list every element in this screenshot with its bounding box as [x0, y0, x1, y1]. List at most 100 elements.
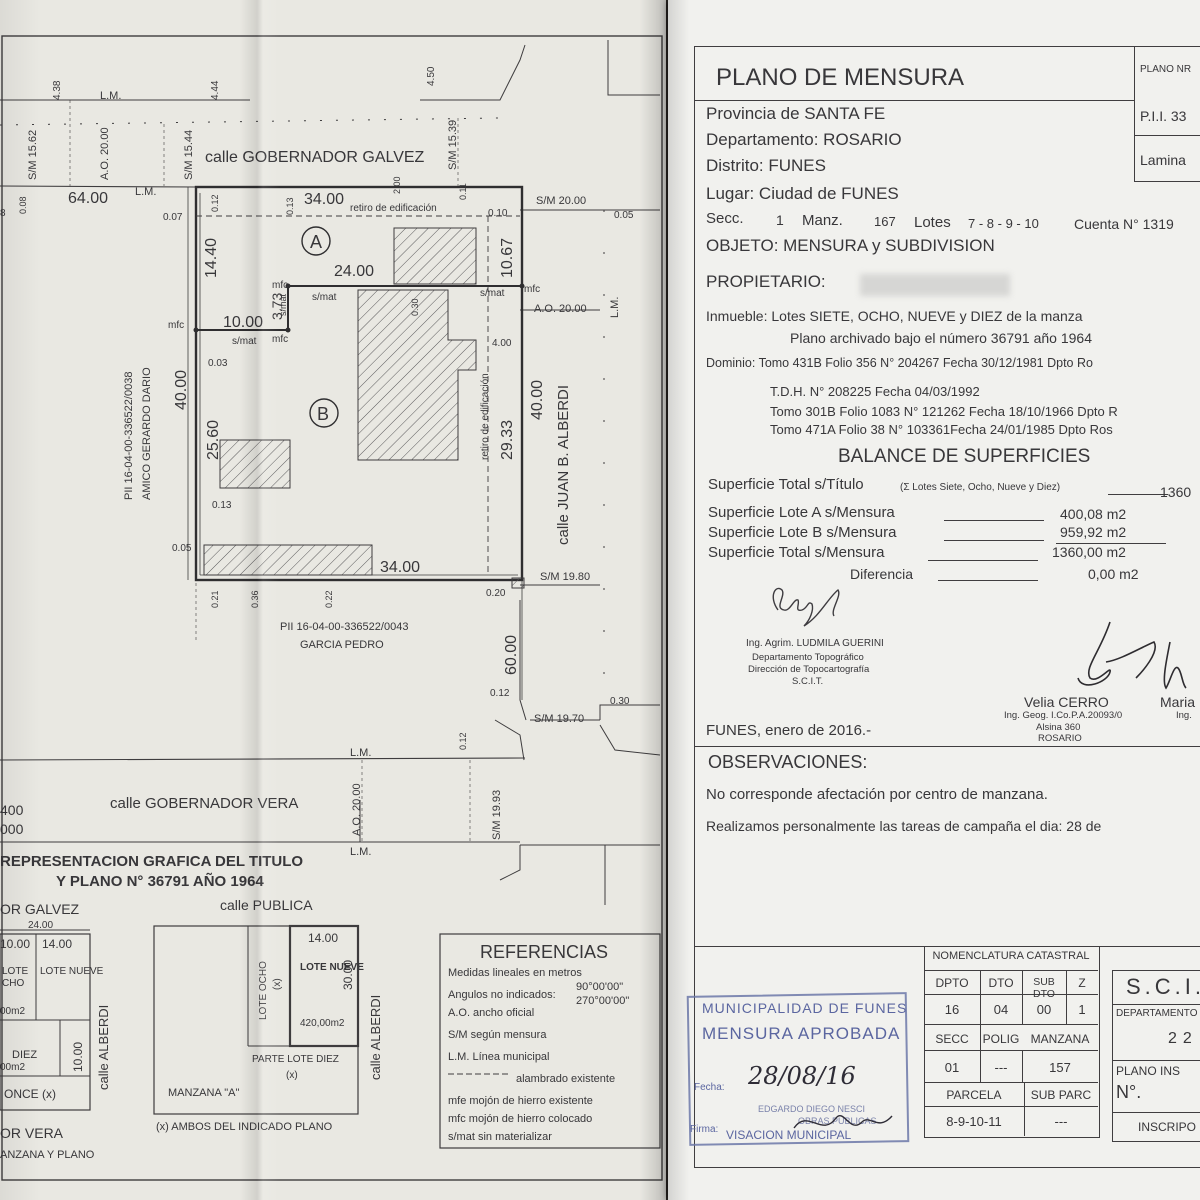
catastral-cell: --- — [1054, 1114, 1068, 1129]
inmueble-line: Inmueble: Lotes SIETE, OCHO, NUEVE y DIE… — [706, 308, 1083, 324]
lote-b-label: Superficie Lote B s/Mensura — [708, 524, 897, 541]
total-titulo-value: 1360 — [1160, 484, 1192, 500]
secc-value: 1 — [776, 212, 784, 228]
lot-b-marker — [309, 398, 339, 428]
lot-label: LOTE OCHO — [258, 961, 269, 1020]
retiro-label: retiro de edificación — [480, 373, 491, 460]
dominio-line: T.D.H. N° 208225 Fecha 04/03/1992 — [770, 384, 980, 399]
left-sheet: calle GOBERNADOR GALVEZ calle GOBERNADOR… — [0, 0, 666, 1200]
retiro-label: retiro de edificación — [350, 203, 437, 214]
street-bottom: calle GOBERNADOR VERA — [110, 795, 298, 812]
lot-boundary — [194, 185, 524, 582]
lot-label: LOTE NUEVE — [300, 962, 364, 973]
lugar: Lugar: Ciudad de FUNES — [706, 184, 899, 203]
observaciones-line: No corresponde afectación por centro de … — [706, 786, 1048, 803]
right-frame — [694, 46, 1200, 1168]
dimension: S/M 15.62 — [27, 130, 39, 180]
scit-box — [1112, 970, 1200, 1142]
dimension: A.O. 20.00 — [351, 783, 363, 836]
dimension: 0.36 — [250, 590, 260, 608]
dimension: 34.00 — [304, 191, 344, 208]
lot-label: (x) — [272, 978, 283, 990]
marker-label: s/mat — [312, 292, 337, 303]
lot-label: DIEZ — [12, 1049, 37, 1061]
pii-value: P.I.I. 33 — [1140, 108, 1187, 124]
dimension: 64.00 — [68, 190, 108, 207]
dimension: 4.00 — [492, 338, 512, 349]
dimension: 0.30 — [610, 696, 630, 707]
referencias-item: alambrado existente — [516, 1073, 615, 1085]
referencias-item: mfc mojón de hierro colocado — [448, 1113, 592, 1125]
right-sheet: PLANO DE MENSURA PLANO NR P.I.I. 33 Lami… — [668, 0, 1200, 1200]
dimension: A.O. 20.00 — [99, 127, 111, 180]
lm-label: L.M. — [100, 90, 121, 102]
catastral-cell: 04 — [993, 1002, 1009, 1017]
dimension: 0.07 — [163, 212, 183, 223]
scit-nro: N°. — [1116, 1082, 1142, 1102]
dimension: 0.10 — [488, 208, 508, 219]
lote-a-value: 400,08 m2 — [1060, 506, 1127, 522]
mini-street: calle ALBERDI — [96, 1005, 111, 1090]
lot-label: LOTE — [2, 966, 28, 977]
neighbor-pii: PII 16-04-00-336522/0043 — [280, 621, 408, 633]
cerro-city: ROSARIO — [1038, 733, 1082, 744]
cerro-name: Velia CERRO — [1024, 694, 1109, 710]
catastral-cell: 8-9-10-11 — [946, 1114, 1002, 1129]
subdivision-line — [196, 285, 522, 331]
catastral-header: DTO — [988, 976, 1014, 990]
marker-label: s/mat — [278, 293, 288, 316]
propietario-label: PROPIETARIO: — [706, 272, 826, 291]
scit-departamento: DEPARTAMENTO — [1116, 1008, 1198, 1019]
referencias-title: REFERENCIAS — [480, 942, 608, 962]
guerini-name: Ing. Agrim. LUDMILA GUERINI — [746, 638, 884, 649]
dimension: 40.00 — [529, 380, 546, 420]
referencias-item: Angulos no indicados: — [448, 989, 556, 1001]
manz-label: Manz. — [802, 212, 843, 229]
dimension: 0.20 — [486, 588, 506, 599]
lot-area: 00m2 — [0, 1062, 25, 1073]
catastral-cell: 16 — [944, 1002, 960, 1017]
title-line: REPRESENTACION GRAFICA DEL TITULO — [0, 853, 303, 870]
catastral-cell: --- — [994, 1060, 1008, 1075]
catastral-header: SUB PARC — [1030, 1088, 1092, 1102]
dimension: 40.00 — [173, 370, 190, 410]
dimension: 0.22 — [324, 590, 334, 608]
dimension: 10.00 — [0, 937, 30, 951]
dimension: S/M 19.70 — [534, 713, 584, 725]
dimension: 10.67 — [499, 238, 516, 278]
dimension: 4.44 — [210, 80, 221, 100]
referencias-item: L.M. Línea municipal — [448, 1051, 550, 1063]
referencias-item: A.O. ancho oficial — [448, 1007, 534, 1019]
dimension: 2.00 — [392, 176, 402, 194]
dimension: 14.00 — [42, 937, 72, 951]
stamp-signature — [793, 1115, 893, 1129]
stamp-visacion: VISACION MUNICIPAL — [726, 1128, 852, 1142]
marker-label: s/mat — [232, 336, 257, 347]
lote-b-value: 959,92 m2 — [1060, 524, 1127, 540]
dimension: 0.12 — [210, 194, 220, 212]
catastral-cell: 1 — [1078, 1002, 1086, 1017]
catastral-cell: 00 — [1036, 1002, 1052, 1017]
street-right: calle JUAN B. ALBERDI — [555, 385, 572, 545]
diferencia-label: Diferencia — [850, 566, 914, 582]
redacted-owner — [860, 274, 1010, 296]
dimension: 10.00 — [223, 314, 263, 331]
lamina: Lamina — [1140, 152, 1186, 168]
dimension: 0.30 — [410, 298, 420, 316]
guerini-dept: Departamento Topográfico — [752, 652, 864, 663]
scit-plano-ins: PLANO INS — [1116, 1064, 1181, 1078]
dominio-line: Tomo 301B Folio 1083 N° 121262 Fecha 18/… — [770, 404, 1118, 419]
dimension: 0.21 — [210, 590, 220, 608]
dominio-line: Dominio: Tomo 431B Folio 356 N° 204267 F… — [706, 356, 1093, 370]
dimension: 4.38 — [52, 80, 63, 100]
maria-name: Maria — [1160, 694, 1196, 710]
referencias-box — [439, 933, 661, 1149]
dimension: 0.13 — [212, 500, 232, 511]
observaciones-title: OBSERVACIONES: — [708, 752, 868, 772]
mini-footer: (x) AMBOS DEL INDICADO PLANO — [156, 1121, 333, 1133]
dimension: S/M 15.39 — [447, 120, 459, 170]
cerro-title: Ing. Geog. I.Co.P.A.20093/0 — [1004, 710, 1123, 721]
cerro-address: Alsina 360 — [1036, 722, 1081, 733]
lot-a-marker — [301, 226, 331, 256]
dimension: 0.05 — [172, 543, 192, 554]
